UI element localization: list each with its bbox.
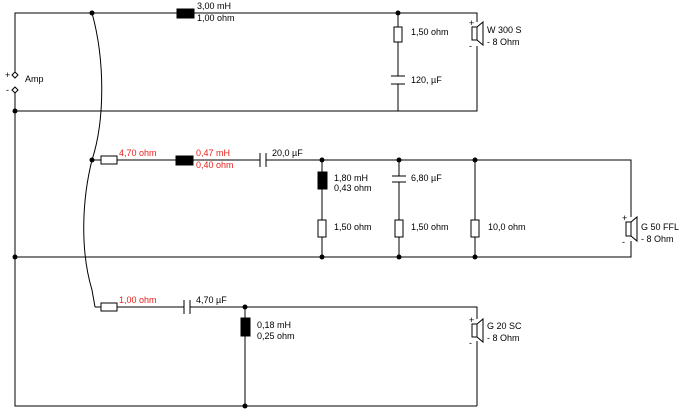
mid-shunt-capacitor-label: 6,80 µF (411, 173, 442, 183)
woofer-shunt-resistor (393, 26, 403, 43)
mid-shunt-inductor-ohm: 0,43 ohm (334, 183, 372, 193)
mid-inductor-ohm: 0,40 ohm (196, 160, 234, 170)
wires (14, 12, 632, 407)
woofer-shunt-resistor-label: 1,50 ohm (411, 27, 449, 37)
woofer-inductor-ohm: 1,00 ohm (197, 13, 235, 23)
tweeter-series-resistor (100, 302, 118, 312)
tweeter-speaker-impedance: - 8 Ohm (487, 333, 520, 343)
mid-speaker-magnet (625, 221, 632, 237)
woofer-speaker-minus: - (469, 41, 472, 51)
junction-dot (242, 403, 248, 409)
amp-plus-terminal (11, 71, 19, 79)
mid-speaker-impedance: - 8 Ohm (641, 234, 674, 244)
mid-series-resistor (100, 155, 118, 165)
mid-shunt-resistor-2-label: 1,50 ohm (411, 222, 449, 232)
tweeter-shunt-inductor-mh: 0,18 mH (257, 320, 291, 330)
junction-dot (319, 157, 325, 163)
tweeter-speaker-name: G 20 SC (487, 321, 522, 331)
tweeter-speaker-minus: - (469, 338, 472, 348)
wire-amp-plus (14, 12, 478, 75)
junction-dot (396, 254, 402, 260)
woofer-speaker-impedance: - 8 Ohm (487, 37, 520, 47)
junction-dot (396, 157, 402, 163)
woofer-speaker-name: W 300 S (487, 25, 522, 35)
mid-section: 4,70 ohm 0,47 mH 0,40 ohm 20,0 µF 1,80 m… (100, 148, 679, 247)
junction-dot (12, 254, 18, 260)
wire-ground-left (14, 90, 477, 407)
amp-minus-sign: - (6, 85, 9, 95)
mid-series-resistor-label: 4,70 ohm (119, 148, 157, 158)
mid-capacitor-label: 20,0 µF (272, 148, 303, 158)
woofer-capacitor-label: 120, µF (411, 75, 442, 85)
mid-shunt-inductor-mh: 1,80 mH (334, 173, 368, 183)
amp-minus-terminal (11, 86, 19, 94)
tweeter-speaker-cone (476, 317, 484, 344)
junction-dot (89, 10, 95, 16)
junction-dot (395, 10, 401, 16)
woofer-speaker-plus: + (469, 18, 474, 28)
junction-dot (472, 254, 478, 260)
junctions (12, 10, 478, 409)
junction-dot (89, 157, 95, 163)
woofer-inductor-mh: 3,00 mH (197, 1, 231, 11)
woofer-inductor (176, 8, 195, 19)
tweeter-shunt-inductor (240, 317, 251, 337)
mid-shunt-resistor-3-label: 10,0 ohm (488, 222, 526, 232)
junction-dot (12, 108, 18, 114)
wire-tweeter-series (95, 306, 478, 319)
junction-dot (319, 254, 325, 260)
mid-speaker-name: G 50 FFL (641, 222, 679, 232)
mid-series-inductor (175, 155, 194, 166)
tweeter-section: 1,00 ohm 4,70 µF 0,18 mH 0,25 ohm + - G … (100, 295, 522, 348)
mid-shunt-resistor-1-label: 1,50 ohm (334, 222, 372, 232)
mid-inductor-mh: 0,47 mH (196, 148, 230, 158)
amp-terminals: + - Amp (5, 70, 44, 95)
mid-shunt-resistor-2 (394, 219, 404, 238)
junction-dot (242, 304, 248, 310)
tweeter-series-resistor-label: 1,00 ohm (119, 295, 157, 305)
woofer-section: 3,00 mH 1,00 ohm 1,50 ohm 120, µF + - W … (176, 1, 522, 85)
wire-mid-speaker-ground (15, 241, 632, 258)
wire-woofer-ground (15, 46, 478, 112)
mid-speaker-cone (630, 215, 638, 243)
tweeter-speaker-magnet (471, 323, 478, 338)
tweeter-shunt-inductor-ohm: 0,25 ohm (257, 331, 295, 341)
woofer-speaker-magnet (471, 26, 478, 41)
tweeter-capacitor-label: 4,70 µF (196, 295, 227, 305)
junction-dot (472, 157, 478, 163)
amp-plus-sign: + (5, 70, 10, 80)
mid-shunt-resistor-3 (470, 219, 480, 238)
wire-mid-series (92, 159, 632, 217)
woofer-speaker-cone (476, 20, 484, 47)
amp-label: Amp (25, 74, 44, 84)
mid-shunt-inductor (317, 171, 328, 190)
mid-shunt-resistor-1 (317, 219, 327, 238)
tweeter-speaker-plus: + (469, 315, 474, 325)
mid-speaker-plus: + (622, 213, 627, 223)
mid-speaker-minus: - (622, 237, 625, 247)
